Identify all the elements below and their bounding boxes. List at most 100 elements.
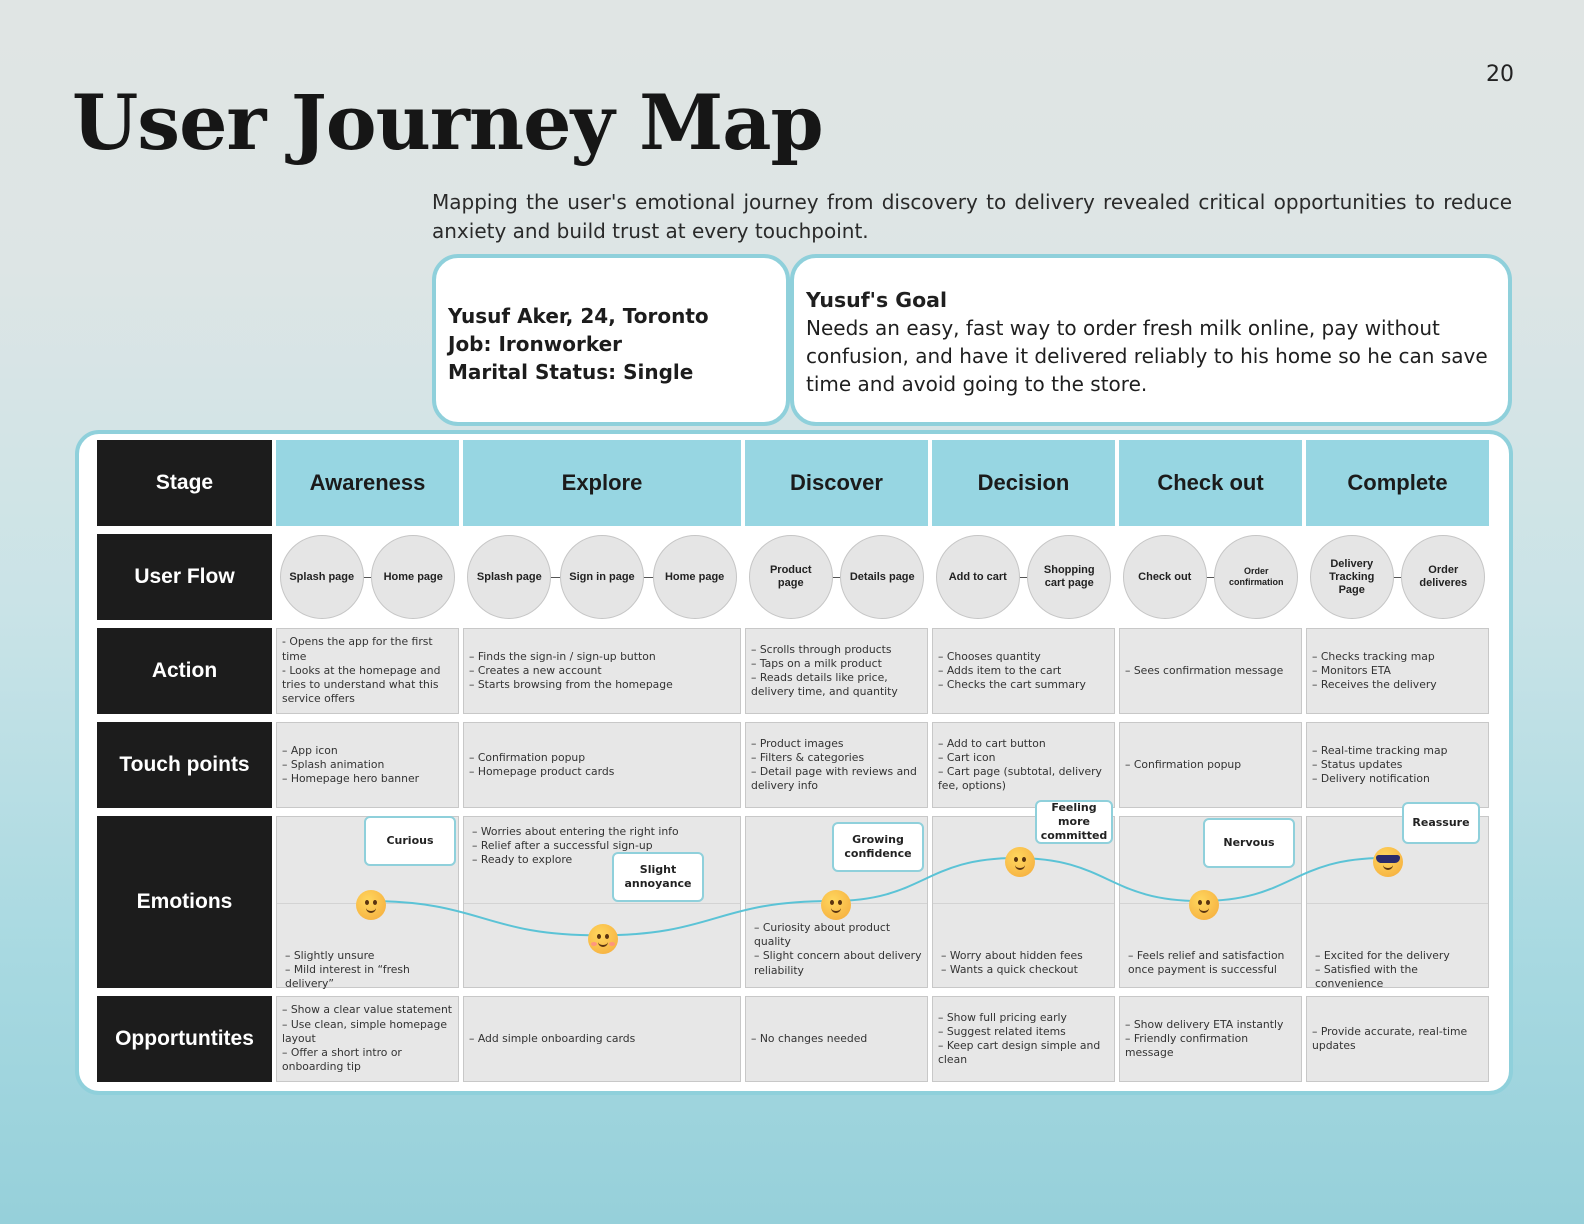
row-header-action: Action <box>97 628 272 714</box>
flow-discover: Product page Details page <box>745 534 928 620</box>
cell-line: – Show full pricing early <box>938 1010 1067 1024</box>
cell-line: – Satisfied with the convenience <box>1315 963 1418 991</box>
cell-line: – Excited for the delivery <box>1315 949 1450 962</box>
flow-step: Order deliveres <box>1401 535 1486 619</box>
cell-line: – Starts browsing from the homepage <box>469 678 673 692</box>
page-title: User Journey Map <box>72 78 824 167</box>
cell-line: – Show a clear value statement <box>282 1003 453 1017</box>
cell-line: – Relief after a successful sign-up <box>472 839 653 853</box>
emotion-note: – Curiosity about product quality– Sligh… <box>754 921 924 978</box>
opportunity-cell: – Show a clear value statement– Use clea… <box>276 996 459 1082</box>
cell-line: – Filters & categories <box>751 750 865 764</box>
flow-step: Details page <box>840 535 925 619</box>
opportunity-cell: – Show full pricing early– Suggest relat… <box>932 996 1115 1082</box>
cell-line: – Provide accurate, real-time updates <box>1312 1024 1468 1052</box>
cell-line: – Creates a new account <box>469 663 602 677</box>
cell-line: – Cart page (subtotal, delivery fee, opt… <box>938 765 1102 793</box>
emotion-cell-explore: – Worries about entering the right info–… <box>463 816 741 988</box>
flow-awareness: Splash page Home page <box>276 534 459 620</box>
goal-card: Yusuf's Goal Needs an easy, fast way to … <box>790 254 1512 426</box>
callout-feeling-more-committed: Feeling more committed <box>1035 800 1113 844</box>
thinking-face-icon <box>356 890 386 920</box>
cell-line: - Opens the app for the first time <box>282 635 433 663</box>
cell-line: – Sees confirmation message <box>1125 663 1284 677</box>
flow-step: Order confirmation <box>1214 535 1299 619</box>
cell-line: – No changes needed <box>751 1031 868 1045</box>
flow-step: Home page <box>652 535 737 619</box>
cell-line: – Slight concern about delivery reliabil… <box>754 949 922 977</box>
emotion-note: – Feels relief and satisfaction once pay… <box>1128 949 1298 977</box>
cell-line: – Slightly unsure <box>285 949 375 962</box>
stage-explore: Explore <box>463 440 741 526</box>
flow-step: Product page <box>748 535 833 619</box>
cell-line: – Checks tracking map <box>1312 649 1435 663</box>
flow-step: Shopping cart page <box>1027 535 1112 619</box>
emotion-note: – Worry about hidden fees– Wants a quick… <box>941 949 1083 977</box>
cell-line: – Show delivery ETA instantly <box>1125 1017 1284 1031</box>
row-header-user-flow: User Flow <box>97 534 272 620</box>
emotion-note: – Excited for the delivery– Satisfied wi… <box>1315 949 1488 992</box>
stage-awareness: Awareness <box>276 440 459 526</box>
flow-step: Add to cart <box>935 535 1020 619</box>
opportunity-cell: – Show delivery ETA instantly– Friendly … <box>1119 996 1302 1082</box>
flow-step: Splash page <box>467 535 552 619</box>
cell-line: – Add to cart button <box>938 736 1046 750</box>
cell-line: – Adds item to the cart <box>938 663 1062 677</box>
cell-line: – Mild interest in “fresh delivery” <box>285 963 410 991</box>
journey-grid: Stage Awareness Explore Discover Decisio… <box>97 440 1489 1082</box>
cell-line: – Checks the cart summary <box>938 678 1086 692</box>
emotion-note: – Slightly unsure– Mild interest in “fre… <box>285 949 458 992</box>
page-number: 20 <box>1486 62 1514 87</box>
action-cell: – Chooses quantity– Adds item to the car… <box>932 628 1115 714</box>
cell-line: – Receives the delivery <box>1312 678 1437 692</box>
cell-line: – Splash animation <box>282 757 385 771</box>
cell-line: – Offer a short intro or onboarding tip <box>282 1046 402 1074</box>
flow-complete: Delivery Tracking Page Order deliveres <box>1306 534 1489 620</box>
cell-line: – Friendly confirmation message <box>1125 1031 1249 1060</box>
persevering-face-icon <box>1189 890 1219 920</box>
cell-line: – Homepage product cards <box>469 765 615 778</box>
cell-line: – Feels relief and satisfaction once pay… <box>1128 949 1285 977</box>
persona-name: Yusuf Aker, 24, Toronto <box>448 304 709 328</box>
cell-line: – Confirmation popup <box>469 750 586 764</box>
row-header-opportunities: Opportuntites <box>97 996 272 1082</box>
emotion-cell-complete: – Excited for the delivery– Satisfied wi… <box>1306 816 1489 990</box>
cell-line: – Curiosity about product quality <box>754 921 891 949</box>
row-header-emotions: Emotions <box>97 816 272 988</box>
cell-line: – Homepage hero banner <box>282 772 420 786</box>
touchpoint-cell: – Confirmation popup– Homepage product c… <box>463 722 741 808</box>
flow-step: Home page <box>371 535 456 619</box>
stage-complete: Complete <box>1306 440 1489 526</box>
cell-line: – Chooses quantity <box>938 649 1041 663</box>
relieved-face-icon <box>1005 847 1035 877</box>
goal-text: Needs an easy, fast way to order fresh m… <box>806 316 1488 396</box>
row-header-stage: Stage <box>97 440 272 526</box>
flow-check-out: Check out Order confirmation <box>1119 534 1302 620</box>
cell-line: – Reads details like price, delivery tim… <box>751 671 898 699</box>
touchpoint-cell: – Real-time tracking map– Status updates… <box>1306 722 1489 808</box>
opportunity-cell: – Provide accurate, real-time updates <box>1306 996 1489 1082</box>
sunglasses-face-icon <box>1373 847 1403 877</box>
opportunity-cell: – No changes needed <box>745 996 928 1082</box>
callout-reassure: Reassure <box>1402 802 1480 844</box>
action-cell: - Opens the app for the first time- Look… <box>276 628 459 714</box>
touchpoint-cell: – Add to cart button– Cart icon– Cart pa… <box>932 722 1115 808</box>
journey-board: Stage Awareness Explore Discover Decisio… <box>75 430 1513 1095</box>
opportunity-cell: – Add simple onboarding cards <box>463 996 741 1082</box>
flow-step: Delivery Tracking Page <box>1309 535 1394 619</box>
cell-line: – Product images <box>751 736 844 750</box>
cell-line: - Looks at the homepage and tries to und… <box>282 663 441 706</box>
cell-line: – Detail page with reviews and delivery … <box>751 765 917 793</box>
cell-line: – App icon <box>282 743 338 757</box>
callout-curious: Curious <box>364 816 456 866</box>
action-cell: – Sees confirmation message <box>1119 628 1302 714</box>
stage-decision: Decision <box>932 440 1115 526</box>
cell-line: – Worry about hidden fees <box>941 949 1083 962</box>
cell-line: – Monitors ETA <box>1312 663 1391 677</box>
cell-line: – Status updates <box>1312 757 1403 771</box>
action-cell: – Scrolls through products– Taps on a mi… <box>745 628 928 714</box>
cell-line: – Cart icon <box>938 750 996 764</box>
cell-line: – Finds the sign-in / sign-up button <box>469 649 656 663</box>
touchpoint-cell: – App icon– Splash animation– Homepage h… <box>276 722 459 808</box>
cell-line: – Suggest related items <box>938 1024 1066 1038</box>
